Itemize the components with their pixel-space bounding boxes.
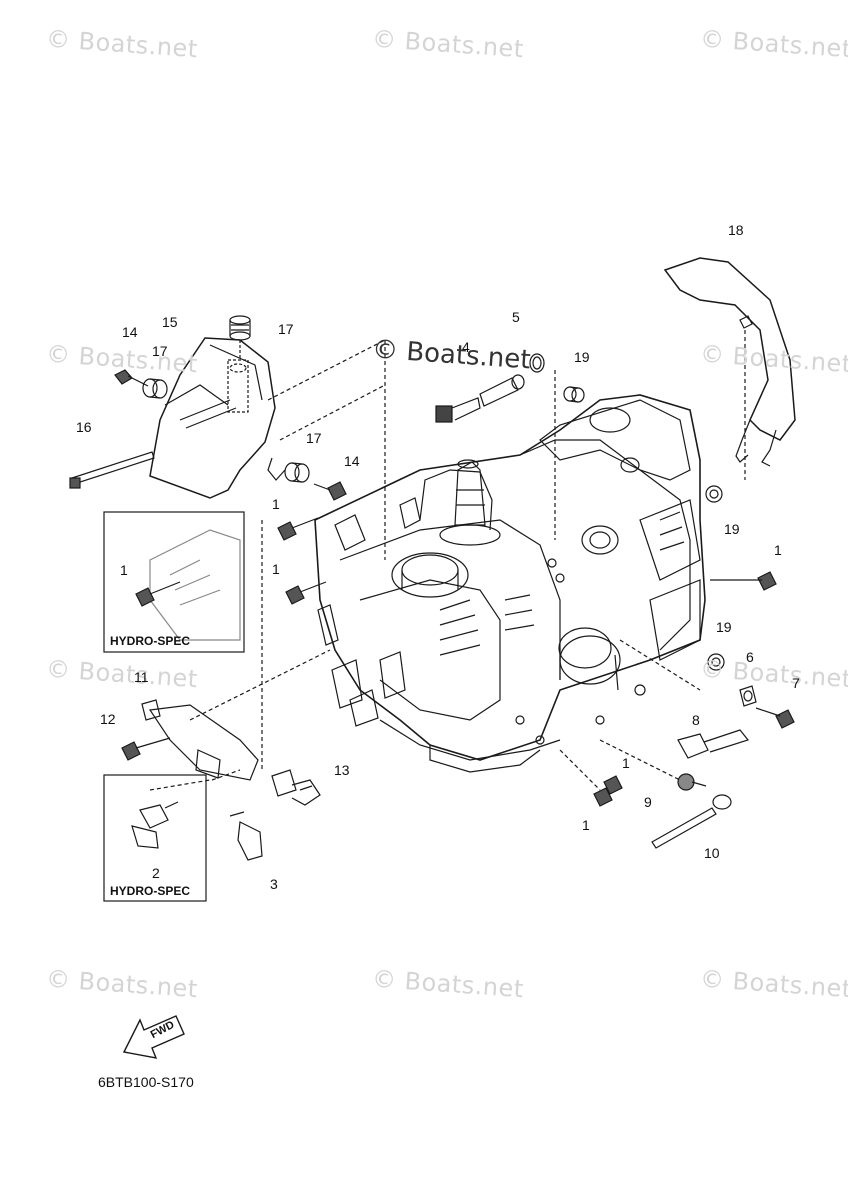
callout-19: 19 <box>724 521 740 537</box>
callout-13: 13 <box>334 762 350 778</box>
callout-11: 11 <box>134 669 149 685</box>
o-ring-part-5 <box>529 353 545 373</box>
clamp-part-3-upper <box>271 769 297 797</box>
bracket-part-11 <box>141 699 259 781</box>
callout-1: 1 <box>272 496 280 512</box>
callout-1: 1 <box>582 817 590 833</box>
callout-1: 1 <box>622 755 630 771</box>
grommet-part-19-top <box>563 386 585 403</box>
inset-label-hydro-spec: HYDRO-SPEC <box>110 634 191 648</box>
inset-hydro-spec-upper <box>103 511 245 653</box>
callout-16: 16 <box>76 419 92 435</box>
bolt-part-1-d <box>603 775 623 795</box>
bracket-part-18 <box>663 257 796 467</box>
callout-17: 17 <box>306 430 322 446</box>
callout-14: 14 <box>344 453 360 469</box>
callout-15: 15 <box>162 314 178 330</box>
bolt-part-14-right <box>313 481 347 501</box>
callout-5: 5 <box>512 309 520 325</box>
callout-1: 1 <box>120 562 128 578</box>
inset-label-hydro-spec: HYDRO-SPEC <box>110 884 191 898</box>
grommet-part-17-right <box>267 457 310 483</box>
callout-12: 12 <box>100 711 116 727</box>
callout-7: 7 <box>792 675 800 691</box>
callout-10: 10 <box>704 845 720 861</box>
callout-9: 9 <box>644 794 652 810</box>
callout-2: 2 <box>152 865 160 881</box>
callout-19: 19 <box>716 619 732 635</box>
bolt-part-14-left <box>114 369 149 387</box>
callout-1: 1 <box>272 561 280 577</box>
engine-block <box>314 394 706 773</box>
grommet-part-17-top <box>229 315 251 360</box>
clamp-part-13 <box>291 779 321 806</box>
bolt-part-1-c <box>710 571 777 591</box>
callout-18: 18 <box>728 222 744 238</box>
callout-1: 1 <box>774 542 782 558</box>
callout-19: 19 <box>574 349 590 365</box>
clamp-part-3 <box>229 811 263 861</box>
bolt-part-1-e <box>593 787 613 807</box>
bolt-part-7 <box>755 707 795 729</box>
engine-cover-part-15 <box>149 337 276 499</box>
lead-wire-part-10 <box>651 794 732 849</box>
sensor-part-9 <box>677 773 707 791</box>
clip-part-8 <box>677 729 750 759</box>
callout-3: 3 <box>270 876 278 892</box>
plate-part-6 <box>739 685 757 707</box>
fwd-arrow <box>122 1015 185 1059</box>
callout-6: 6 <box>746 649 754 665</box>
connector-part-4 <box>435 374 525 423</box>
grommet-part-17-left <box>142 378 168 399</box>
callout-17: 17 <box>152 343 168 359</box>
bolt-part-12 <box>121 737 171 761</box>
callout-14: 14 <box>122 324 138 340</box>
callout-4: 4 <box>462 339 470 355</box>
diagram-code: 6BTB100-S170 <box>98 1074 194 1090</box>
inset-hydro-spec-lower <box>103 774 207 902</box>
callout-8: 8 <box>692 712 700 728</box>
bolt-part-1-b <box>285 581 327 605</box>
cable-tie-part-16 <box>69 451 155 489</box>
grommet-part-19-right <box>705 485 723 503</box>
callout-17: 17 <box>278 321 294 337</box>
bolt-part-1-a <box>277 517 319 541</box>
grommet-part-19-lower <box>707 653 725 671</box>
